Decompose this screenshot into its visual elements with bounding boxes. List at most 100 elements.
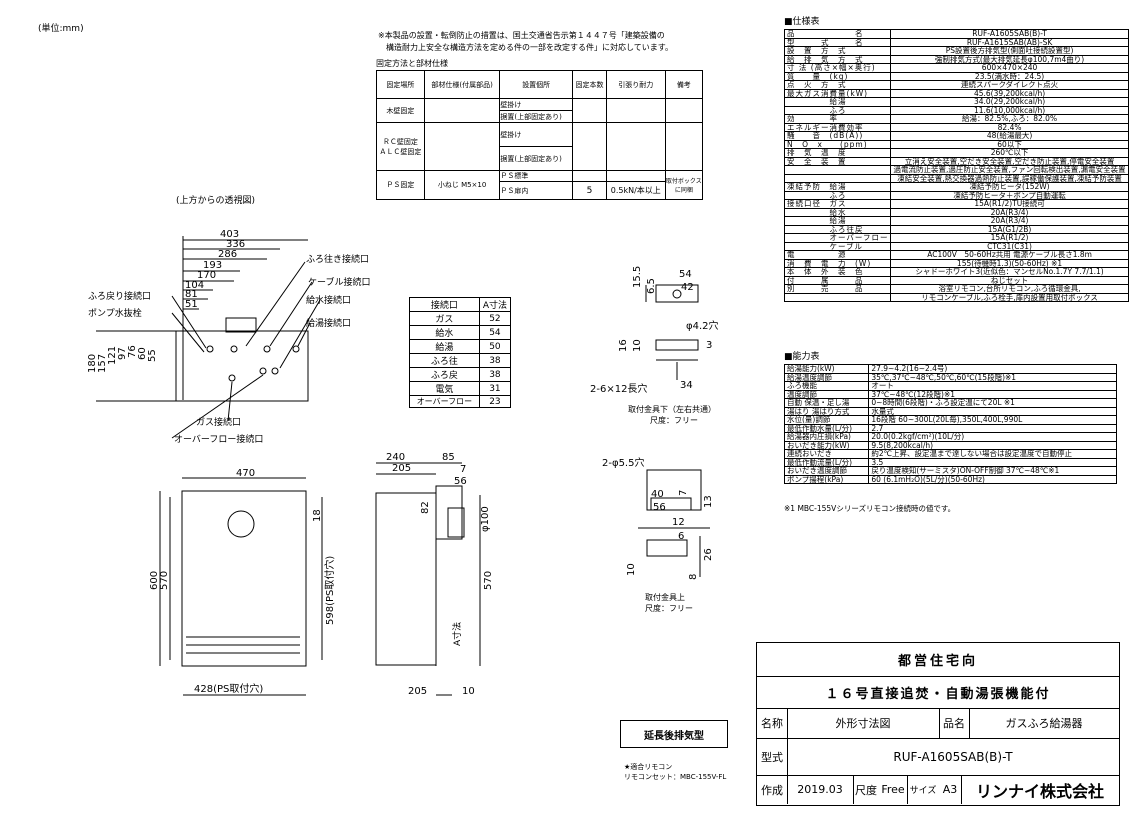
perf-row: 連続おいだき約2℃上昇、設定温まで達しない場合は設定温度で自動停止 [783, 449, 1117, 459]
spec-row: 効 率給湯：82.5%,ふろ：82.0% [783, 114, 1129, 124]
conn-name: 給湯 [409, 339, 480, 354]
title-row-model: 型式 RUF-A1605SAB(B)-T [757, 738, 1119, 776]
conn-value: 38 [478, 367, 512, 382]
dim-top: 104 [185, 280, 204, 291]
dim-bracket-lower: 54 [679, 269, 692, 280]
spec-label: ふろ往戻 [783, 224, 892, 234]
fix-table: 固定場所 部材仕様(付属部品) 設置個所 固定本数 引張り耐力 備考 木壁固定 … [376, 70, 704, 200]
perf-label: 水位(量)調節 [783, 415, 870, 425]
spec-row: 質 量 (kg)23.5(満水時：24.5) [783, 71, 1129, 81]
perf-value: オート [868, 381, 1117, 391]
model-value: RUF-A1605SAB(B)-T [893, 749, 1013, 764]
spec-label: ケーブル [783, 241, 892, 251]
spec-row: 点 火 方 式連続スパークダイレクト点火 [783, 80, 1129, 90]
spec-label: 給湯 [783, 97, 892, 107]
perf-label: 給湯器内圧損(kPa) [783, 432, 870, 442]
spec-value: 11.6(10,000kcal/h) [890, 105, 1129, 115]
bracket-upper-scale: 尺度：フリー [645, 603, 693, 613]
top-view-duct [225, 317, 257, 333]
spec-label [783, 292, 892, 302]
dim-side: 7 [460, 464, 466, 475]
spec-row: 凍結安全装置,熱交換器過熱防止装置,誤稼働保護装置,凍結予防装置 [783, 173, 1129, 183]
conn-name: 給水 [409, 325, 480, 340]
fix-cell-blank [664, 122, 704, 171]
spec-value: PS設置後方排気型(側面吐接続設置型) [890, 46, 1129, 56]
spec-value: 15A(R1/2)TU接続可 [890, 199, 1129, 209]
perf-row: 給湯器内圧損(kPa)20.0(0.2kgf/cm²)(10L/分) [783, 432, 1117, 442]
spec-label: 凍結予防 給湯 [783, 182, 892, 192]
dim-bracket-lower: 2-6×12長穴 [590, 382, 647, 395]
dim-bracket-lower: 16 [618, 339, 629, 352]
dim-left: 55 [147, 349, 158, 362]
perf-value: 16段階 60~300L(20L毎),350L,400L,990L [868, 415, 1117, 425]
label-water-inlet: 給水接続口 [306, 294, 351, 306]
spec-label: 品 名 [783, 29, 892, 39]
perf-row: おいだき温度調節戻り温度検知(サーミスタ)ON-OFF制御 37℃~48℃※1 [783, 466, 1117, 476]
dim-left: 157 [97, 354, 108, 373]
dim-left: 60 [137, 347, 148, 360]
spec-label: 給湯 [783, 216, 892, 226]
exhaust-badge: 延長後排気型 [620, 720, 728, 748]
spec-row: 付 属 品ねじセット [783, 275, 1129, 285]
spec-title: ■仕様表 [784, 17, 820, 27]
dim-bracket-upper: 12 [672, 517, 685, 528]
title-row-meta: 作成 2019.03 尺度 Free サイズ A3 リンナイ株式会社 [757, 775, 1119, 804]
spec-row: 別 売 品浴室リモコン,台所リモコン,ふろ循環金具, [783, 284, 1129, 294]
spec-label: 安 全 装 置 [783, 156, 892, 166]
spec-value: 過電流防止装置,過圧防止安全装置,ファン回転検出装置,漏電安全装置 [890, 165, 1129, 175]
spec-row: 過電流防止装置,過圧防止安全装置,ファン回転検出装置,漏電安全装置 [783, 165, 1129, 175]
title-block: 都営住宅向 １６号直接追焚・自動湯張機能付 名称 外形寸法図 品名 ガスふろ給湯… [756, 642, 1120, 806]
view-label: (上方からの透視図) [176, 196, 256, 206]
spec-value: 凍結安全装置,熱交換器過熱防止装置,誤稼働保護装置,凍結予防装置 [890, 173, 1129, 183]
perf-row: ポンプ揚程(kPa)60 (6.1mH₂O)(5L/分)(50-60Hz) [783, 474, 1117, 484]
perf-value: 35℃,37℃~48℃,50℃,60℃(15段階)※1 [868, 372, 1117, 382]
spec-label: 騒 音 (dB(A)) [783, 131, 892, 141]
spec-label: 質 量 (kg) [783, 71, 892, 81]
spec-label: 点 火 方 式 [783, 80, 892, 90]
spec-value: 20A(R3/4) [890, 216, 1129, 226]
dim-front: 18 [312, 509, 323, 522]
spec-label: オーバーフロー [783, 233, 892, 243]
perf-label: 最低作動水量(L/分) [783, 423, 870, 433]
spec-value: 155(待機時1.3)(50-60Hz) ※1 [890, 258, 1129, 268]
spec-label: 設 置 方 式 [783, 46, 892, 56]
spec-label: 給水 [783, 207, 892, 217]
company-name: リンナイ株式会社 [975, 781, 1104, 801]
dim-top: 336 [226, 239, 245, 250]
spec-row: 消 費 電 力 (W)155(待機時1.3)(50-60Hz) ※1 [783, 258, 1129, 268]
dim-side: φ100 [480, 506, 491, 532]
spec-value: RUF-A1605SAB(B)-T [890, 29, 1129, 39]
dim-top: 170 [197, 270, 216, 281]
dim-bracket-upper: 6 [678, 531, 684, 542]
perf-value: 37℃~48℃(12段階)※1 [868, 389, 1117, 399]
spec-row: 本 体 外 装 色シャドーホワイト3(近似色：マンセルNo.1.7Y 7.7/1… [783, 267, 1129, 277]
spec-row: 騒 音 (dB(A))48(給湯最大) [783, 131, 1129, 141]
dim-top: 51 [185, 299, 198, 310]
dim-left: 97 [117, 347, 128, 360]
spec-label: ふろ [783, 190, 892, 200]
spec-value: ねじセット [890, 275, 1129, 285]
top-view-outline [175, 330, 309, 402]
size-label: サイズ [909, 786, 937, 796]
dim-top: 193 [203, 260, 222, 271]
spec-value: RUF-A1615SAB(AB)-SK [890, 37, 1129, 47]
dim-side: 10 [462, 686, 475, 697]
dim-front: 428(PS取付穴) [194, 682, 263, 695]
perf-value: 戻り温度検知(サーミスタ)ON-OFF制御 37℃~48℃※1 [868, 466, 1117, 476]
dim-bracket-upper: 13 [703, 495, 714, 508]
perf-value: 水量式 [868, 406, 1117, 416]
notice-line-2: 構造耐力上安全な構造方法を定める件の一部を改定する件」に対応しています。 [386, 43, 673, 52]
spec-label: 給 排 気 方 式 [783, 54, 892, 64]
dim-bracket-lower: 34 [680, 380, 693, 391]
spec-value: 凍結予防ヒータ(152W) [890, 182, 1129, 192]
perf-row: 給湯能力(kW)27.9~4.2(16~2.4号) [783, 364, 1117, 374]
conn-header: A寸法 [478, 297, 512, 312]
